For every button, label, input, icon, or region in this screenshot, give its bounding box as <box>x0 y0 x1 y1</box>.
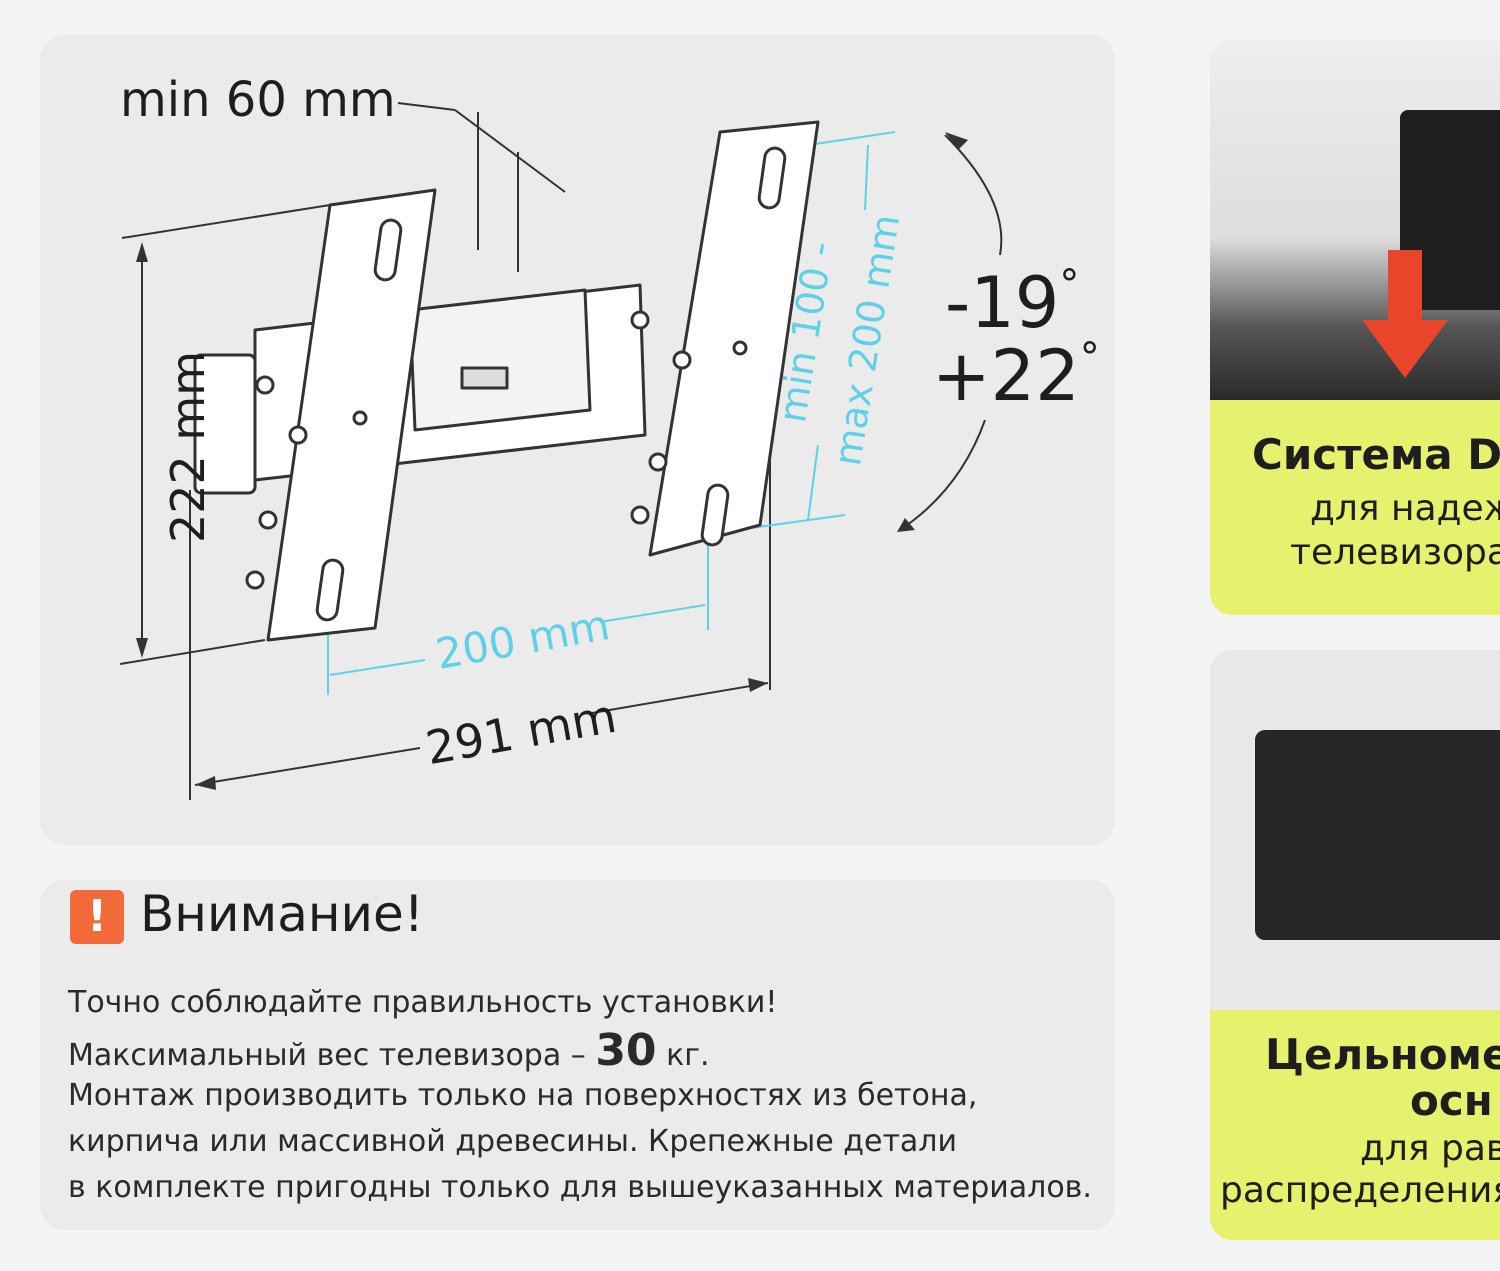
height-label: 222 mm <box>161 350 216 544</box>
feature-photo-1 <box>1210 40 1500 400</box>
feature-subtitle-1a: для надеж <box>1310 488 1500 529</box>
feature-title-2: Цельноме <box>1265 1030 1500 1079</box>
feature-caption-1: Система D для надеж телевизора <box>1210 400 1500 615</box>
feature-subtitle-2a: для рав <box>1360 1128 1500 1169</box>
warning-icon: ! <box>70 890 124 944</box>
warning-line-2: Максимальный вес телевизора – 30 кг. <box>68 1025 710 1076</box>
feature-subtitle-1b: телевизора <box>1290 532 1500 573</box>
warning-line-4: кирпича или массивной древесины. Крепежн… <box>68 1124 957 1159</box>
max-weight: 30 <box>595 1025 657 1076</box>
feature-caption-2: Цельноме осн для рав распределения <box>1210 1010 1500 1240</box>
tilt-down-label: -19° <box>945 262 1080 344</box>
feature-card-2: Цельноме осн для рав распределения <box>1210 650 1500 1240</box>
feature-title-2b: осн <box>1410 1076 1493 1125</box>
warning-line-1: Точно соблюдайте правильность установки! <box>68 985 778 1020</box>
mount-drawing <box>119 102 1003 800</box>
tilt-up-label: +22° <box>932 335 1100 417</box>
warning-line-5: в комплекте пригодны только для вышеуказ… <box>68 1170 1092 1205</box>
feature-subtitle-2b: распределения <box>1220 1170 1500 1211</box>
warning-title: Внимание! <box>140 885 424 943</box>
arrow-down-icon <box>1362 250 1448 378</box>
warning-panel <box>40 880 1115 1230</box>
feature-photo-2 <box>1210 650 1500 1010</box>
feature-title-1: Система D <box>1252 430 1500 479</box>
depth-label: min 60 mm <box>120 72 396 128</box>
feature-card-1: Система D для надеж телевизора <box>1210 40 1500 615</box>
warning-line-3: Монтаж производить только на поверхностя… <box>68 1078 978 1113</box>
